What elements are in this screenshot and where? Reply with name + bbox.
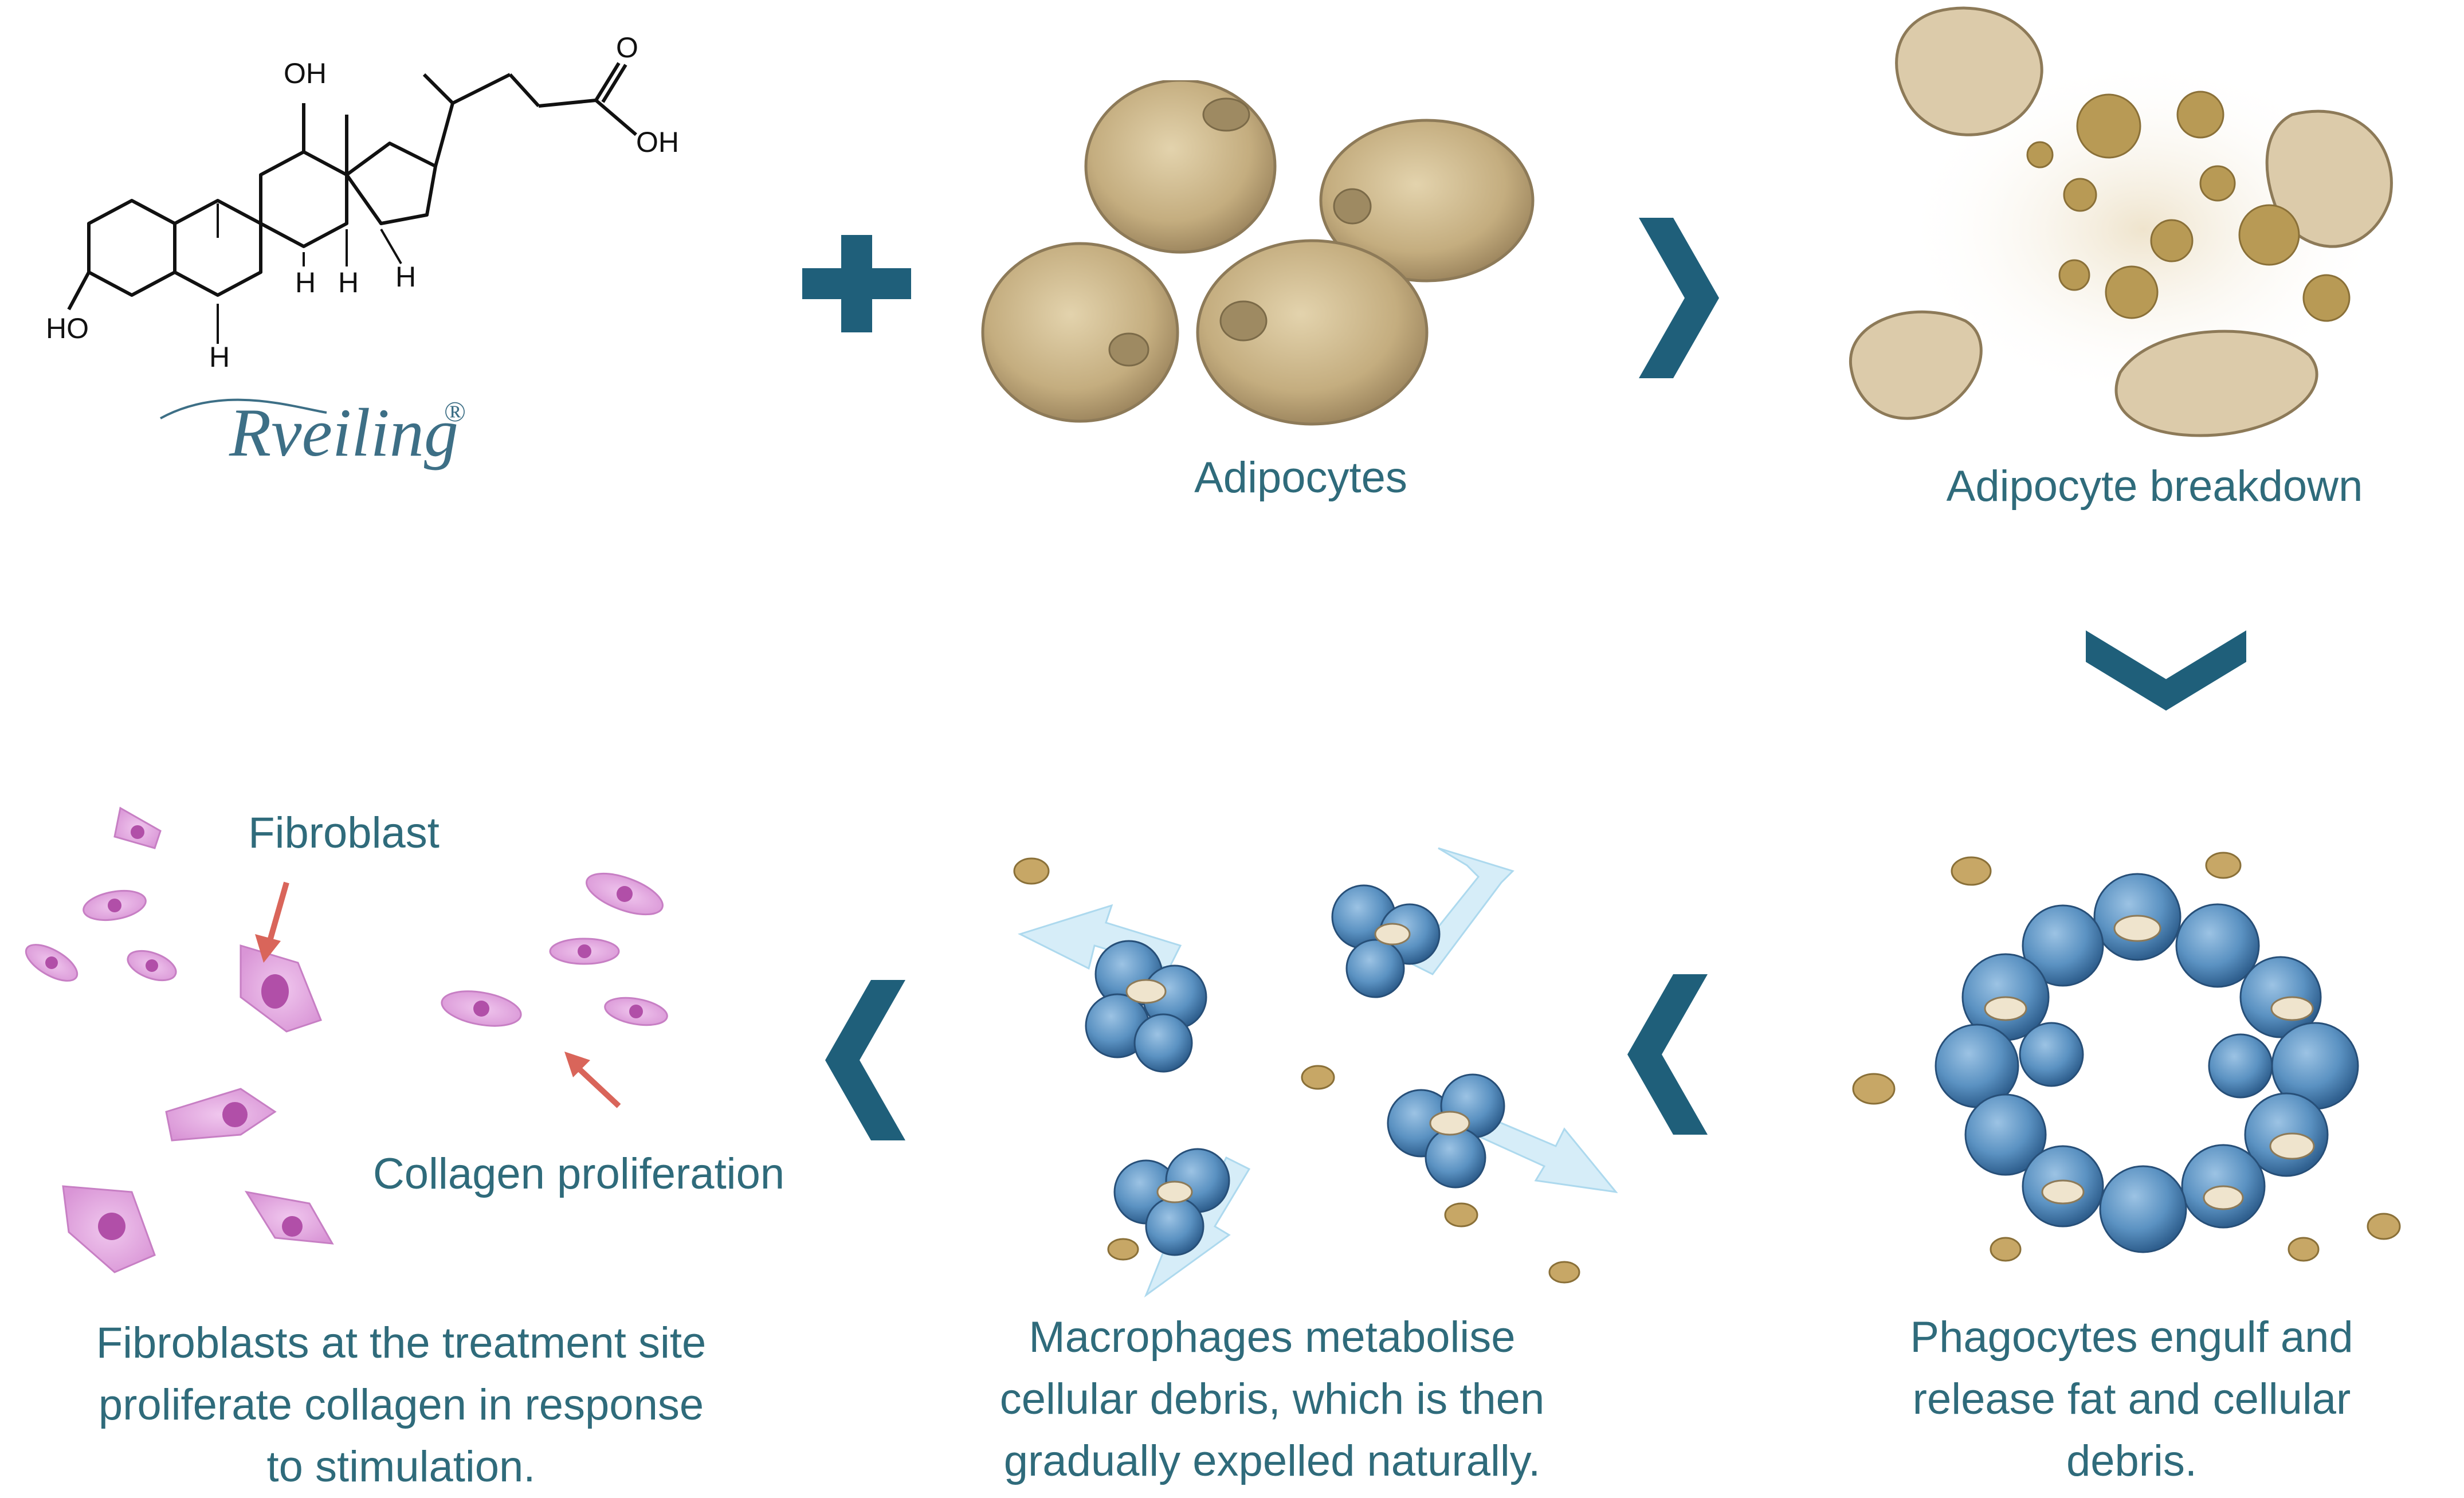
h-label-3: H	[338, 266, 359, 299]
acid-oh-label: OH	[636, 126, 679, 158]
breakdown-label: Adipocyte breakdown	[1946, 462, 2363, 511]
h-label-2: H	[295, 266, 316, 299]
plus-icon	[802, 235, 911, 332]
ho-left-label: HO	[46, 312, 89, 344]
collagen-pointer-arrow	[564, 1052, 621, 1108]
fibroblasts-label: Fibroblasts at the treatment site prolif…	[34, 1312, 768, 1498]
h-label-4: H	[395, 261, 416, 293]
oh-top-label: OH	[284, 57, 327, 89]
fibroblasts-label-line-2: proliferate collagen in response	[98, 1381, 704, 1429]
chevron-left-icon	[1627, 974, 1708, 1135]
brand-logo: Rveiling ®	[155, 372, 510, 499]
macrophages-label-line-2: cellular debris, which is then	[999, 1375, 1545, 1424]
chevron-right-icon	[1639, 218, 1719, 378]
breakdown-illustration	[1822, 0, 2430, 458]
macrophages-illustration	[997, 837, 1627, 1307]
phagocytes-label-line-2: release fat and cellular	[1912, 1375, 2351, 1424]
molecule-structure: OH O OH HO H H H H	[34, 11, 711, 413]
macrophages-label: Macrophages metabolise cellular debris, …	[928, 1307, 1616, 1492]
acid-o-label: O	[616, 32, 638, 64]
phagocytes-label: Phagocytes engulf and release fat and ce…	[1816, 1307, 2447, 1492]
chevron-down-icon	[2086, 630, 2246, 711]
brand-name: Rveiling	[229, 394, 458, 470]
h-label-1: H	[209, 341, 230, 373]
adipocytes-label: Adipocytes	[1194, 453, 1407, 502]
collagen-annotation: Collagen proliferation	[372, 1150, 785, 1198]
fibroblasts-illustration	[0, 791, 745, 1307]
phagocytes-label-line-3: debris.	[2066, 1437, 2198, 1485]
fibroblasts-label-line-3: to stimulation.	[266, 1442, 536, 1491]
adipocytes-illustration	[974, 80, 1536, 436]
macrophages-label-line-3: gradually expelled naturally.	[1003, 1437, 1541, 1485]
fibroblasts-label-line-1: Fibroblasts at the treatment site	[96, 1319, 707, 1367]
brand-mark: ®	[444, 395, 466, 428]
phagocytes-label-line-1: Phagocytes engulf and	[1910, 1313, 2353, 1362]
fibroblast-pointer-arrow	[255, 881, 289, 963]
phagocytes-illustration	[1834, 848, 2441, 1278]
fibroblast-annotation: Fibroblast	[248, 809, 440, 857]
chevron-left-icon	[825, 980, 905, 1140]
macrophages-label-line-1: Macrophages metabolise	[1029, 1313, 1516, 1362]
